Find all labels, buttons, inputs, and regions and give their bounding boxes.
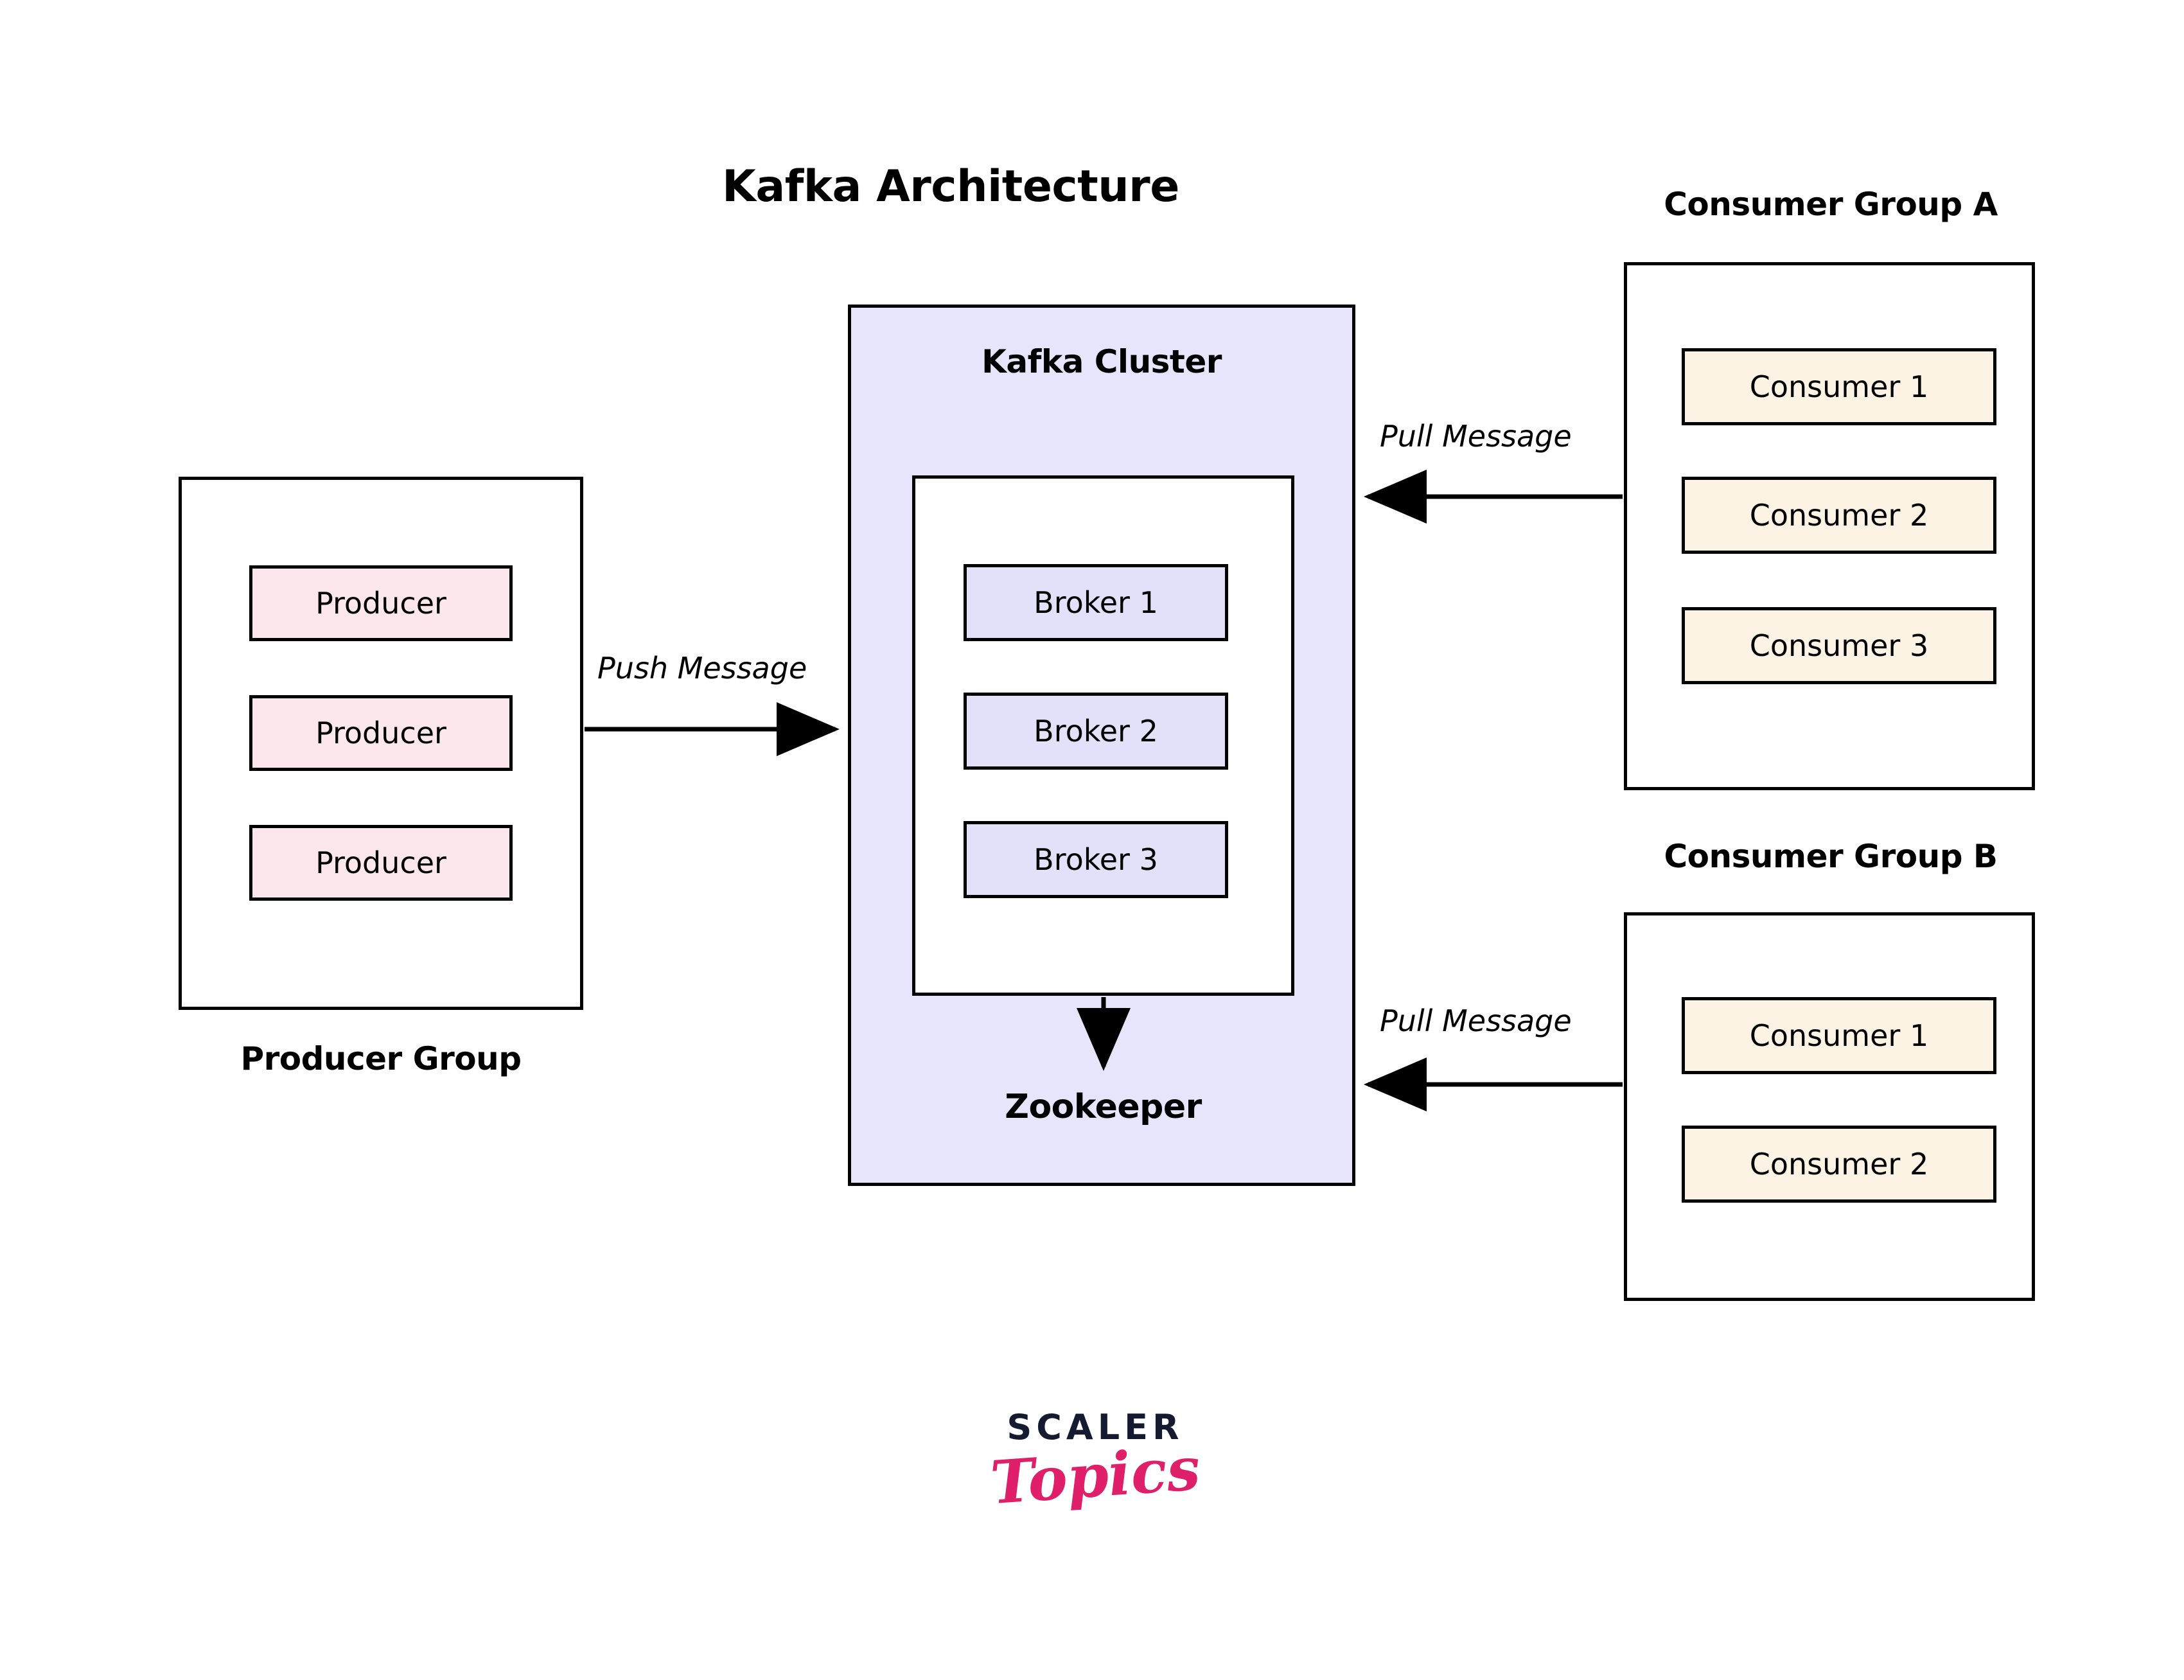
consumer-b-box-1[interactable]: Consumer 1 xyxy=(1682,997,1996,1074)
producer-box-1[interactable]: Producer xyxy=(249,565,513,641)
producer-box-3[interactable]: Producer xyxy=(249,825,513,901)
consumer-group-b-container xyxy=(1624,912,2035,1301)
scaler-topics-logo: SCALER Topics xyxy=(944,1407,1246,1518)
producer-box-2[interactable]: Producer xyxy=(249,695,513,771)
consumer-group-b-label: Consumer Group B xyxy=(1664,838,1998,875)
consumer-a-box-1[interactable]: Consumer 1 xyxy=(1682,348,1996,425)
edge-label-push-message: Push Message xyxy=(597,651,807,685)
edge-label-pull-message-b: Pull Message xyxy=(1380,1004,1572,1038)
producer-group-label: Producer Group xyxy=(240,1040,522,1077)
zookeeper-label: Zookeeper xyxy=(1005,1088,1202,1126)
kafka-cluster-label: Kafka Cluster xyxy=(982,343,1222,380)
broker-box-1[interactable]: Broker 1 xyxy=(964,564,1228,641)
consumer-b-box-2[interactable]: Consumer 2 xyxy=(1682,1126,1996,1203)
broker-box-2[interactable]: Broker 2 xyxy=(964,693,1228,770)
edge-label-pull-message-a: Pull Message xyxy=(1380,419,1572,454)
consumer-a-box-2[interactable]: Consumer 2 xyxy=(1682,477,1996,554)
logo-topics-text: Topics xyxy=(988,1433,1202,1518)
consumer-a-box-3[interactable]: Consumer 3 xyxy=(1682,607,1996,684)
broker-box-3[interactable]: Broker 3 xyxy=(964,821,1228,898)
consumer-group-a-label: Consumer Group A xyxy=(1664,186,1998,223)
diagram-title: Kafka Architecture xyxy=(722,161,1179,212)
logo-scaler-text: SCALER xyxy=(1007,1407,1184,1447)
